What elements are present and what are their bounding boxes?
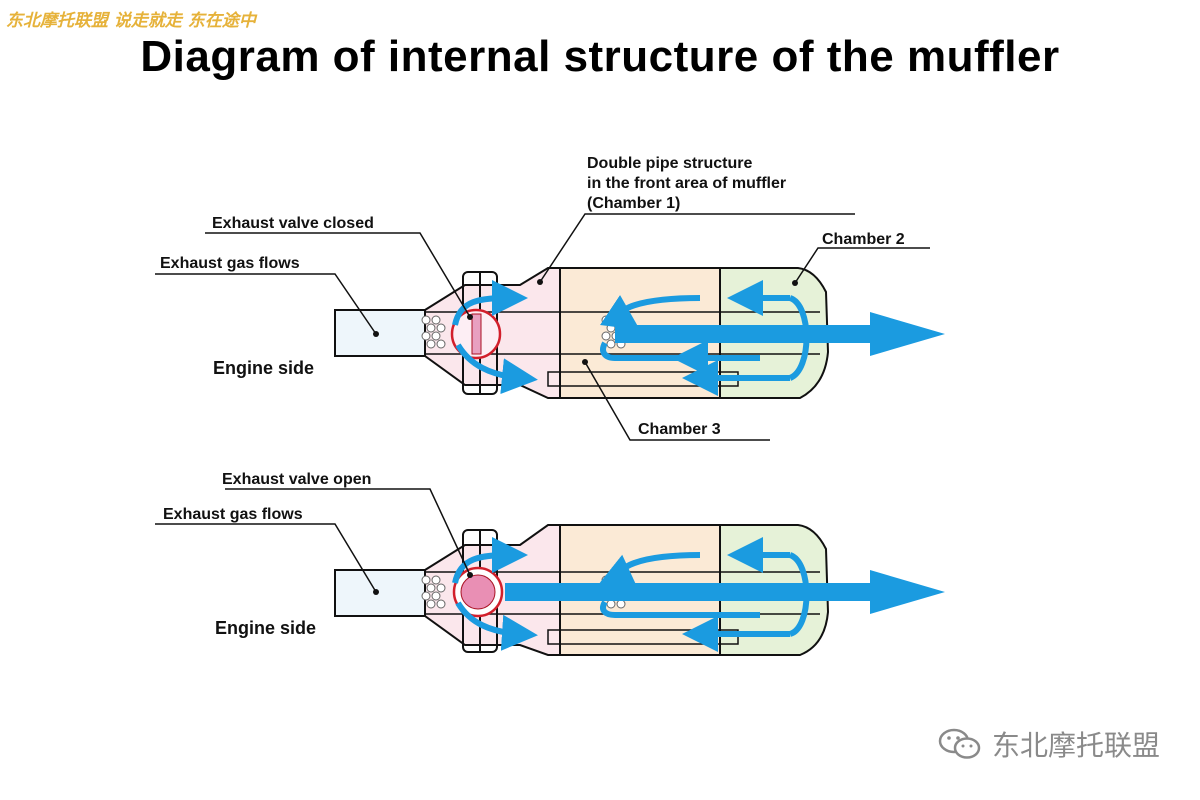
label-double-pipe-3: (Chamber 1) [587, 195, 680, 212]
label-double-pipe-2: in the front area of muffler [587, 175, 786, 192]
label-valve-open: Exhaust valve open [222, 471, 371, 488]
watermark-bottom-text: 东北摩托联盟 [991, 729, 1160, 762]
muffler-top: Exhaust valve closed Exhaust gas flows E… [155, 155, 945, 441]
muffler-bottom: Exhaust valve open Exhaust gas flows Eng… [155, 471, 945, 656]
perforations-top-1 [421, 315, 446, 349]
label-valve-closed: Exhaust valve closed [212, 215, 374, 232]
label-chamber-3: Chamber 3 [638, 421, 721, 438]
label-engine-side-bottom: Engine side [215, 618, 316, 638]
wechat-icon [938, 728, 981, 759]
label-gas-flows-top: Exhaust gas flows [160, 255, 300, 272]
label-engine-side-top: Engine side [213, 358, 314, 378]
label-double-pipe-1: Double pipe structure [587, 155, 752, 172]
label-gas-flows-bottom: Exhaust gas flows [163, 506, 303, 523]
watermark-bottom: 东北摩托联盟 [938, 724, 1160, 764]
label-chamber-2: Chamber 2 [822, 231, 905, 248]
watermark-top-text: 东北摩托联盟 说走就走 东在途中 [6, 11, 256, 31]
page-title: Diagram of internal structure of the muf… [140, 32, 1060, 81]
perforations-bottom-1 [421, 575, 446, 609]
